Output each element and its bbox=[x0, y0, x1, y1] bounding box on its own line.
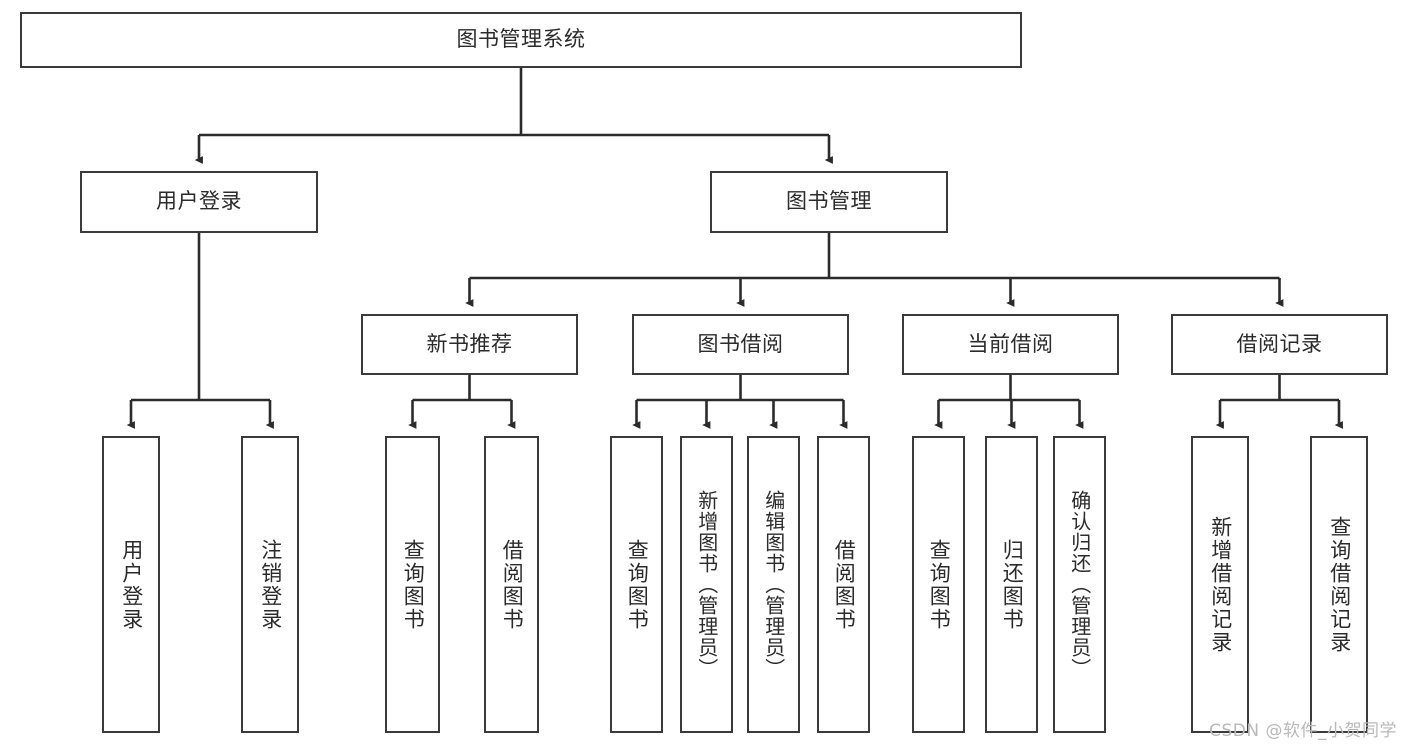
node-label-borrow-record: 借阅记录 bbox=[1236, 331, 1323, 356]
node-label-leaf-confirm-return-admin: 确认归还（管理员） bbox=[1067, 490, 1092, 679]
node-label-leaf-user-logout: 注销登录 bbox=[258, 538, 283, 631]
node-label-new-book-rec: 新书推荐 bbox=[426, 331, 513, 356]
node-new-book-rec[interactable]: 新书推荐 bbox=[361, 314, 578, 375]
node-label-book-manage: 图书管理 bbox=[786, 189, 872, 214]
node-leaf-return-book[interactable]: 归还图书 bbox=[985, 436, 1038, 733]
node-label-book-borrow: 图书借阅 bbox=[697, 331, 784, 356]
node-leaf-add-book-admin[interactable]: 新增图书（管理员） bbox=[680, 436, 733, 733]
node-label-leaf-query-book-cur: 查询图书 bbox=[927, 538, 952, 631]
node-root[interactable]: 图书管理系统 bbox=[20, 12, 1022, 68]
watermark-text: CSDN @软件_小贺同学 bbox=[1209, 721, 1397, 741]
node-borrow-record[interactable]: 借阅记录 bbox=[1171, 314, 1388, 375]
node-user-login[interactable]: 用户登录 bbox=[80, 171, 318, 233]
node-leaf-query-borrow-record[interactable]: 查询借阅记录 bbox=[1310, 436, 1368, 733]
node-label-leaf-query-book-borrow: 查询图书 bbox=[625, 538, 650, 631]
node-label-leaf-return-book: 归还图书 bbox=[1000, 538, 1025, 631]
node-book-borrow[interactable]: 图书借阅 bbox=[632, 314, 849, 375]
node-label-root: 图书管理系统 bbox=[456, 27, 586, 52]
node-book-manage[interactable]: 图书管理 bbox=[710, 171, 948, 233]
node-leaf-confirm-return-admin[interactable]: 确认归还（管理员） bbox=[1053, 436, 1106, 733]
node-leaf-query-book-borrow[interactable]: 查询图书 bbox=[610, 436, 663, 733]
node-leaf-edit-book-admin[interactable]: 编辑图书（管理员） bbox=[747, 436, 800, 733]
node-label-leaf-query-book-rec: 查询图书 bbox=[401, 538, 426, 631]
node-current-borrow[interactable]: 当前借阅 bbox=[902, 314, 1119, 375]
node-label-leaf-borrow-book: 借阅图书 bbox=[832, 538, 857, 631]
node-leaf-add-borrow-record[interactable]: 新增借阅记录 bbox=[1191, 436, 1249, 733]
node-label-leaf-add-borrow-record: 新增借阅记录 bbox=[1208, 515, 1233, 654]
node-leaf-borrow-book-rec[interactable]: 借阅图书 bbox=[484, 436, 539, 733]
node-leaf-borrow-book[interactable]: 借阅图书 bbox=[817, 436, 870, 733]
node-leaf-query-book-cur[interactable]: 查询图书 bbox=[912, 436, 965, 733]
node-label-leaf-query-borrow-record: 查询借阅记录 bbox=[1327, 515, 1352, 654]
node-label-leaf-borrow-book-rec: 借阅图书 bbox=[500, 538, 525, 631]
node-leaf-query-book-rec[interactable]: 查询图书 bbox=[385, 436, 440, 733]
node-leaf-user-login[interactable]: 用户登录 bbox=[102, 436, 160, 733]
node-label-leaf-add-book-admin: 新增图书（管理员） bbox=[694, 490, 719, 679]
node-label-user-login: 用户登录 bbox=[156, 189, 242, 214]
node-label-leaf-edit-book-admin: 编辑图书（管理员） bbox=[761, 490, 786, 679]
node-label-current-borrow: 当前借阅 bbox=[967, 331, 1054, 356]
node-leaf-user-logout[interactable]: 注销登录 bbox=[241, 436, 299, 733]
node-label-leaf-user-login: 用户登录 bbox=[119, 538, 144, 631]
